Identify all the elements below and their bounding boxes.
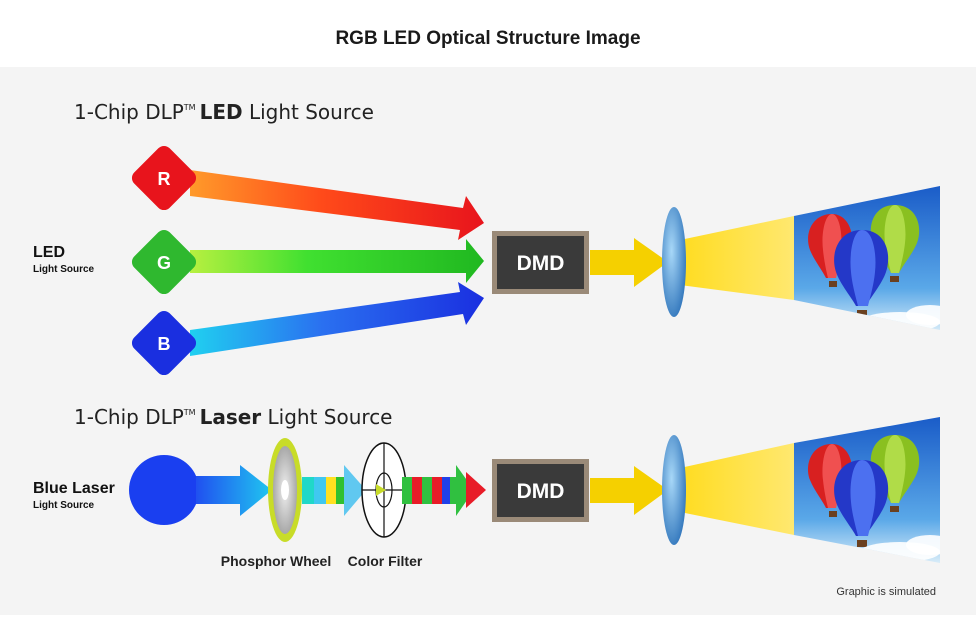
laser-projection-lens <box>662 435 686 545</box>
led-dmd-output-arrow <box>590 238 668 287</box>
blue-led-diamond: B <box>131 310 197 376</box>
led-dmd-label: DMD <box>517 252 565 275</box>
simulated-note: Graphic is simulated <box>836 586 936 598</box>
red-led-label: R <box>158 169 171 189</box>
blue-light-arrow <box>190 282 484 356</box>
green-led-diamond: G <box>131 229 197 295</box>
green-light-arrow <box>190 239 484 283</box>
phosphor-wheel <box>268 438 302 542</box>
laser-projection-beam <box>680 443 794 535</box>
red-led-diamond: R <box>131 145 197 211</box>
laser-source-sublabel: Light Source <box>33 500 95 511</box>
led-projection-beam <box>680 216 794 300</box>
laser-source-label: Blue Laser <box>33 480 115 497</box>
green-led-label: G <box>157 253 171 273</box>
laser-dmd-output-arrow <box>590 466 668 515</box>
blue-led-label: B <box>158 334 171 354</box>
led-projected-image <box>794 186 940 330</box>
laser-dmd-chip: DMD <box>492 459 589 522</box>
phosphor-wheel-label: Phosphor Wheel <box>221 553 331 569</box>
color-filter-wheel <box>361 442 407 538</box>
color-filter-label: Color Filter <box>348 553 423 569</box>
red-light-arrow <box>190 170 484 240</box>
laser-projected-image <box>794 417 940 563</box>
led-source-label: LED <box>33 244 65 261</box>
filtered-output-beam <box>402 465 486 516</box>
led-projection-lens <box>662 207 686 317</box>
blue-laser-arrow <box>196 465 272 516</box>
laser-dmd-label: DMD <box>517 480 565 503</box>
led-source-sublabel: Light Source <box>33 264 95 275</box>
page-title: RGB LED Optical Structure Image <box>335 28 641 49</box>
phosphor-output-beam <box>302 465 366 516</box>
blue-laser-source <box>129 455 199 525</box>
led-dmd-chip: DMD <box>492 231 589 294</box>
